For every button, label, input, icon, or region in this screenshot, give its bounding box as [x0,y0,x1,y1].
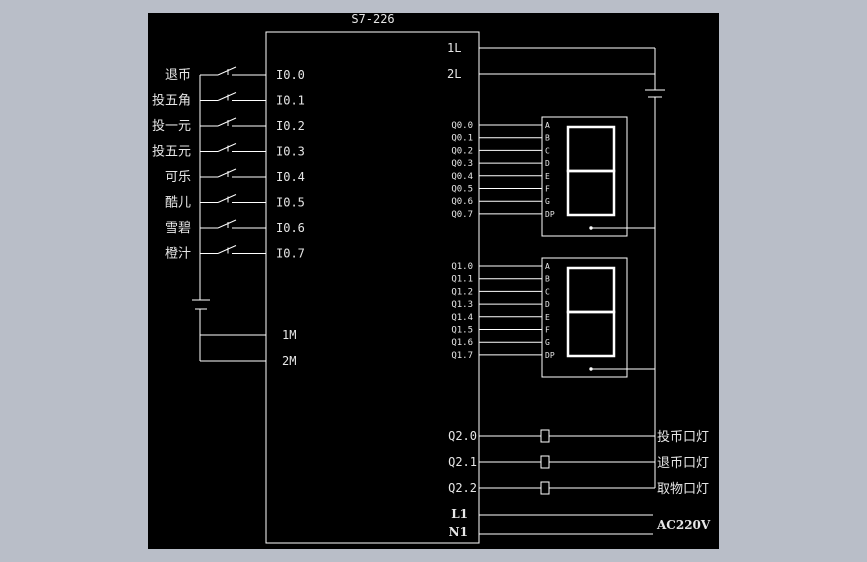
input-label-2: 投一元 [152,118,191,134]
output-display2-1: Q1.1 [451,275,473,285]
segment-display1-3: D [545,159,550,168]
segment-display2-4: E [545,313,550,322]
output-display2-6: Q1.6 [451,338,473,348]
lamp-label-2: 取物口灯 [657,482,709,497]
lamp-symbol-2 [540,481,550,495]
lamp-symbol-1 [540,455,550,469]
labels: S7-226 退币 I0.0 投五角 I0.1 投一元 I0.2 投五元 I0.3 可乐 I0.4 酷… [152,13,711,539]
input-label-7: 橙汁 [165,247,191,262]
output-display1-2: Q0.2 [451,146,473,156]
digit-bottom-1 [566,169,616,217]
label-1l: 1L [447,41,461,55]
digit-1 [566,125,616,217]
output-display1-1: Q0.1 [451,134,473,144]
segment-display1-0: A [545,121,550,130]
seven-seg-box-1 [541,116,628,237]
segment-display1-7: DP [545,210,555,219]
digit-top-1 [566,125,616,173]
input-address-7: I0.7 [276,247,305,261]
digit-top-2 [566,266,616,314]
output-display2-3: Q1.3 [451,300,473,310]
output-display1-0: Q0.0 [451,121,473,131]
lamp-address-1: Q2.1 [448,455,477,469]
power-l1: L1 [451,507,468,521]
segment-display2-6: G [545,338,550,347]
output-display2-7: Q1.7 [451,351,473,361]
components [192,31,665,544]
wiring-diagram: S7-226 退币 I0.0 投五角 I0.1 投一元 I0.2 投五元 I0.3 可乐 I0.4 酷… [152,13,711,544]
switch-blade-2 [217,117,237,127]
output-display2-5: Q1.5 [451,326,473,336]
wires [199,47,656,535]
switch-blade-0 [217,66,237,76]
input-label-0: 退币 [165,68,191,83]
digit-dp-2 [589,367,593,371]
output-display1-4: Q0.4 [451,172,473,182]
input-label-3: 投五元 [152,144,191,160]
power-supply-label: AC220V [656,518,711,532]
segment-display2-3: D [545,300,550,309]
switch-blade-6 [217,219,237,229]
input-label-4: 可乐 [165,170,191,185]
output-display2-4: Q1.4 [451,313,473,323]
lamp-label-0: 投币口灯 [657,429,709,445]
switch-blade-3 [217,143,237,152]
schematic-canvas: S7-226 退币 I0.0 投五角 I0.1 投一元 I0.2 投五元 I0.3 可乐 I0.4 酷… [148,13,719,549]
input-address-0: I0.0 [276,68,305,82]
digit-2 [566,266,616,358]
lamp-address-0: Q2.0 [448,429,477,443]
lamp-label-1: 退币口灯 [657,456,709,471]
input-address-1: I0.1 [276,94,305,108]
input-label-5: 酷儿 [165,196,191,211]
output-display2-0: Q1.0 [451,262,473,272]
seven-seg-box-2 [541,257,628,378]
segment-display2-0: A [545,262,550,271]
input-address-2: I0.2 [276,119,305,133]
segment-display1-6: G [545,197,550,206]
output-display1-5: Q0.5 [451,185,473,195]
segment-display2-5: F [545,326,550,335]
segment-display1-5: F [545,185,550,194]
label-2l: 2L [447,67,461,81]
segment-display2-2: C [545,287,550,296]
segment-display1-2: C [545,146,550,155]
label-2m: 2M [282,354,296,368]
digit-dp-1 [589,226,593,230]
digit-bottom-2 [566,310,616,358]
segment-display1-1: B [545,134,550,143]
output-display1-6: Q0.6 [451,197,473,207]
input-label-1: 投五角 [152,93,191,109]
plc-model-label: S7-226 [351,13,394,26]
input-address-6: I0.6 [276,221,305,235]
output-display2-2: Q1.2 [451,287,473,297]
switch-blade-7 [217,245,237,254]
input-address-5: I0.5 [276,196,305,210]
segment-display2-1: B [545,275,550,284]
input-address-3: I0.3 [276,145,305,159]
output-display1-7: Q0.7 [451,210,473,220]
switch-blade-4 [217,168,237,178]
lamp-address-2: Q2.2 [448,481,477,495]
label-1m: 1M [282,328,296,342]
power-n1: N1 [449,525,468,539]
output-display1-3: Q0.3 [451,159,473,169]
plc-body [265,31,480,544]
input-label-6: 雪碧 [165,221,191,236]
switch-blade-5 [217,194,237,203]
segment-display1-4: E [545,172,550,181]
switch-blade-1 [217,92,237,101]
segment-display2-7: DP [545,351,555,360]
input-address-4: I0.4 [276,170,305,184]
lamp-symbol-0 [540,429,550,443]
